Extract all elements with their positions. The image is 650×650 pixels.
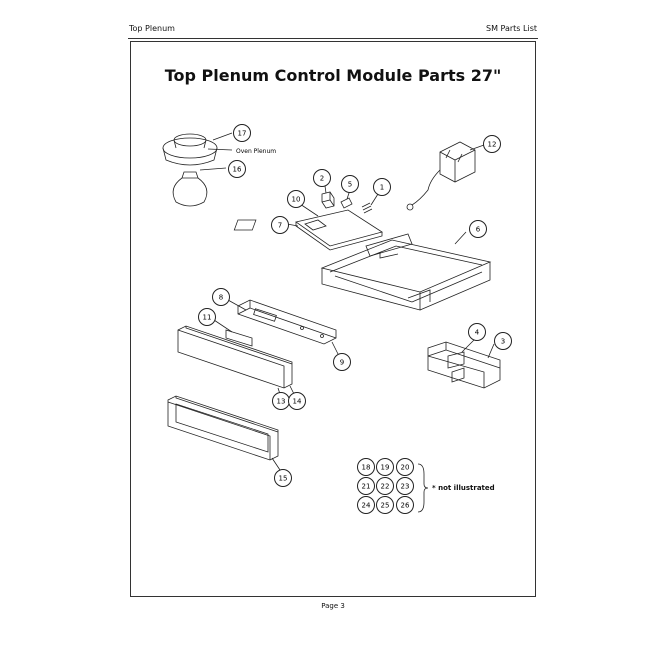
callout-number-6: 6 [476, 226, 481, 234]
callout-number-22: 22 [381, 483, 390, 491]
callout-circle-3 [494, 332, 512, 350]
plenum-tray-illustration [320, 233, 492, 311]
leader-3 [487, 343, 495, 359]
part-1-illustration [361, 202, 373, 214]
callout-number-19: 19 [381, 464, 390, 472]
callout-number-5: 5 [348, 181, 352, 189]
callout-number-12: 12 [488, 141, 497, 149]
control-board-illustration [233, 209, 383, 251]
leader-15 [271, 457, 281, 471]
callout-circle-1 [373, 178, 391, 196]
callout-circle-25 [376, 496, 394, 514]
callout-circle-15 [274, 469, 292, 487]
header-section-title: Top Plenum [129, 24, 175, 33]
callout-circle-5 [341, 175, 359, 193]
front-panel-illustration [177, 325, 293, 389]
callout-circle-20 [396, 458, 414, 476]
oven-plenum-label: Oven Plenum [236, 148, 276, 155]
callout-circle-12 [483, 135, 501, 153]
callout-circle-9 [333, 353, 351, 371]
callout-circle-23 [396, 477, 414, 495]
callout-circle-7 [271, 216, 289, 234]
control-panel-bracket-illustration [237, 299, 337, 345]
callout-number-8: 8 [219, 294, 223, 302]
callout-circle-10 [287, 190, 305, 208]
leader-1 [370, 193, 379, 206]
callout-circle-18 [357, 458, 375, 476]
not-illustrated-note: * not illustrated [432, 484, 495, 492]
bezel-frame-illustration [167, 395, 279, 461]
leader-9 [331, 341, 339, 355]
callout-number-9: 9 [340, 359, 344, 367]
leader-12 [469, 144, 485, 151]
leader-11 [213, 319, 233, 333]
leader-4 [461, 339, 475, 353]
callout-circle-17 [233, 124, 251, 142]
callout-circle-4 [468, 323, 486, 341]
callout-number-24: 24 [362, 502, 371, 510]
callout-circle-26 [396, 496, 414, 514]
callout-circle-14 [288, 392, 306, 410]
callout-number-7: 7 [278, 222, 282, 230]
callout-circle-11 [198, 308, 216, 326]
callout-number-13: 13 [277, 398, 286, 406]
page-frame [130, 41, 536, 597]
callout-circle-2 [313, 169, 331, 187]
callout-number-3: 3 [501, 338, 505, 346]
leader-17 [212, 132, 233, 141]
callout-number-1: 1 [380, 184, 384, 192]
callout-number-2: 2 [320, 175, 324, 183]
leader-2 [324, 185, 327, 194]
callout-circle-8 [212, 288, 230, 306]
callout-number-4: 4 [475, 329, 480, 337]
not-illustrated-brace [417, 463, 429, 513]
callout-circle-6 [469, 220, 487, 238]
page-number: Page 3 [321, 602, 345, 610]
part-2-illustration [321, 191, 335, 209]
mounting-bracket-illustration [427, 341, 501, 389]
leader-10 [299, 203, 319, 217]
callout-number-25: 25 [381, 502, 390, 510]
callout-circle-19 [376, 458, 394, 476]
callout-number-23: 23 [401, 483, 410, 491]
callout-number-26: 26 [401, 502, 410, 510]
header-document-title: SM Parts List [485, 24, 537, 33]
header-rule [128, 38, 538, 39]
callout-number-15: 15 [279, 475, 288, 483]
callout-circle-24 [357, 496, 375, 514]
leader-oven-plenum [207, 148, 233, 151]
callout-number-21: 21 [362, 483, 371, 491]
page-title: Top Plenum Control Module Parts 27" [164, 66, 502, 85]
light-bulb-illustration [172, 171, 208, 207]
callout-number-14: 14 [293, 398, 302, 406]
part-5-illustration [340, 197, 353, 209]
callout-number-10: 10 [292, 196, 301, 204]
leader-16 [199, 167, 227, 171]
leader-8 [227, 299, 247, 311]
callout-number-17: 17 [238, 130, 247, 138]
callout-number-18: 18 [362, 464, 371, 472]
callout-number-20: 20 [401, 464, 410, 472]
callout-number-16: 16 [233, 166, 242, 174]
callout-circle-16 [228, 160, 246, 178]
wire-harness-illustration [406, 141, 476, 211]
callout-circle-22 [376, 477, 394, 495]
callout-circle-21 [357, 477, 375, 495]
leader-6 [454, 231, 467, 245]
callout-number-11: 11 [203, 314, 212, 322]
oven-plenum-illustration [162, 133, 218, 166]
